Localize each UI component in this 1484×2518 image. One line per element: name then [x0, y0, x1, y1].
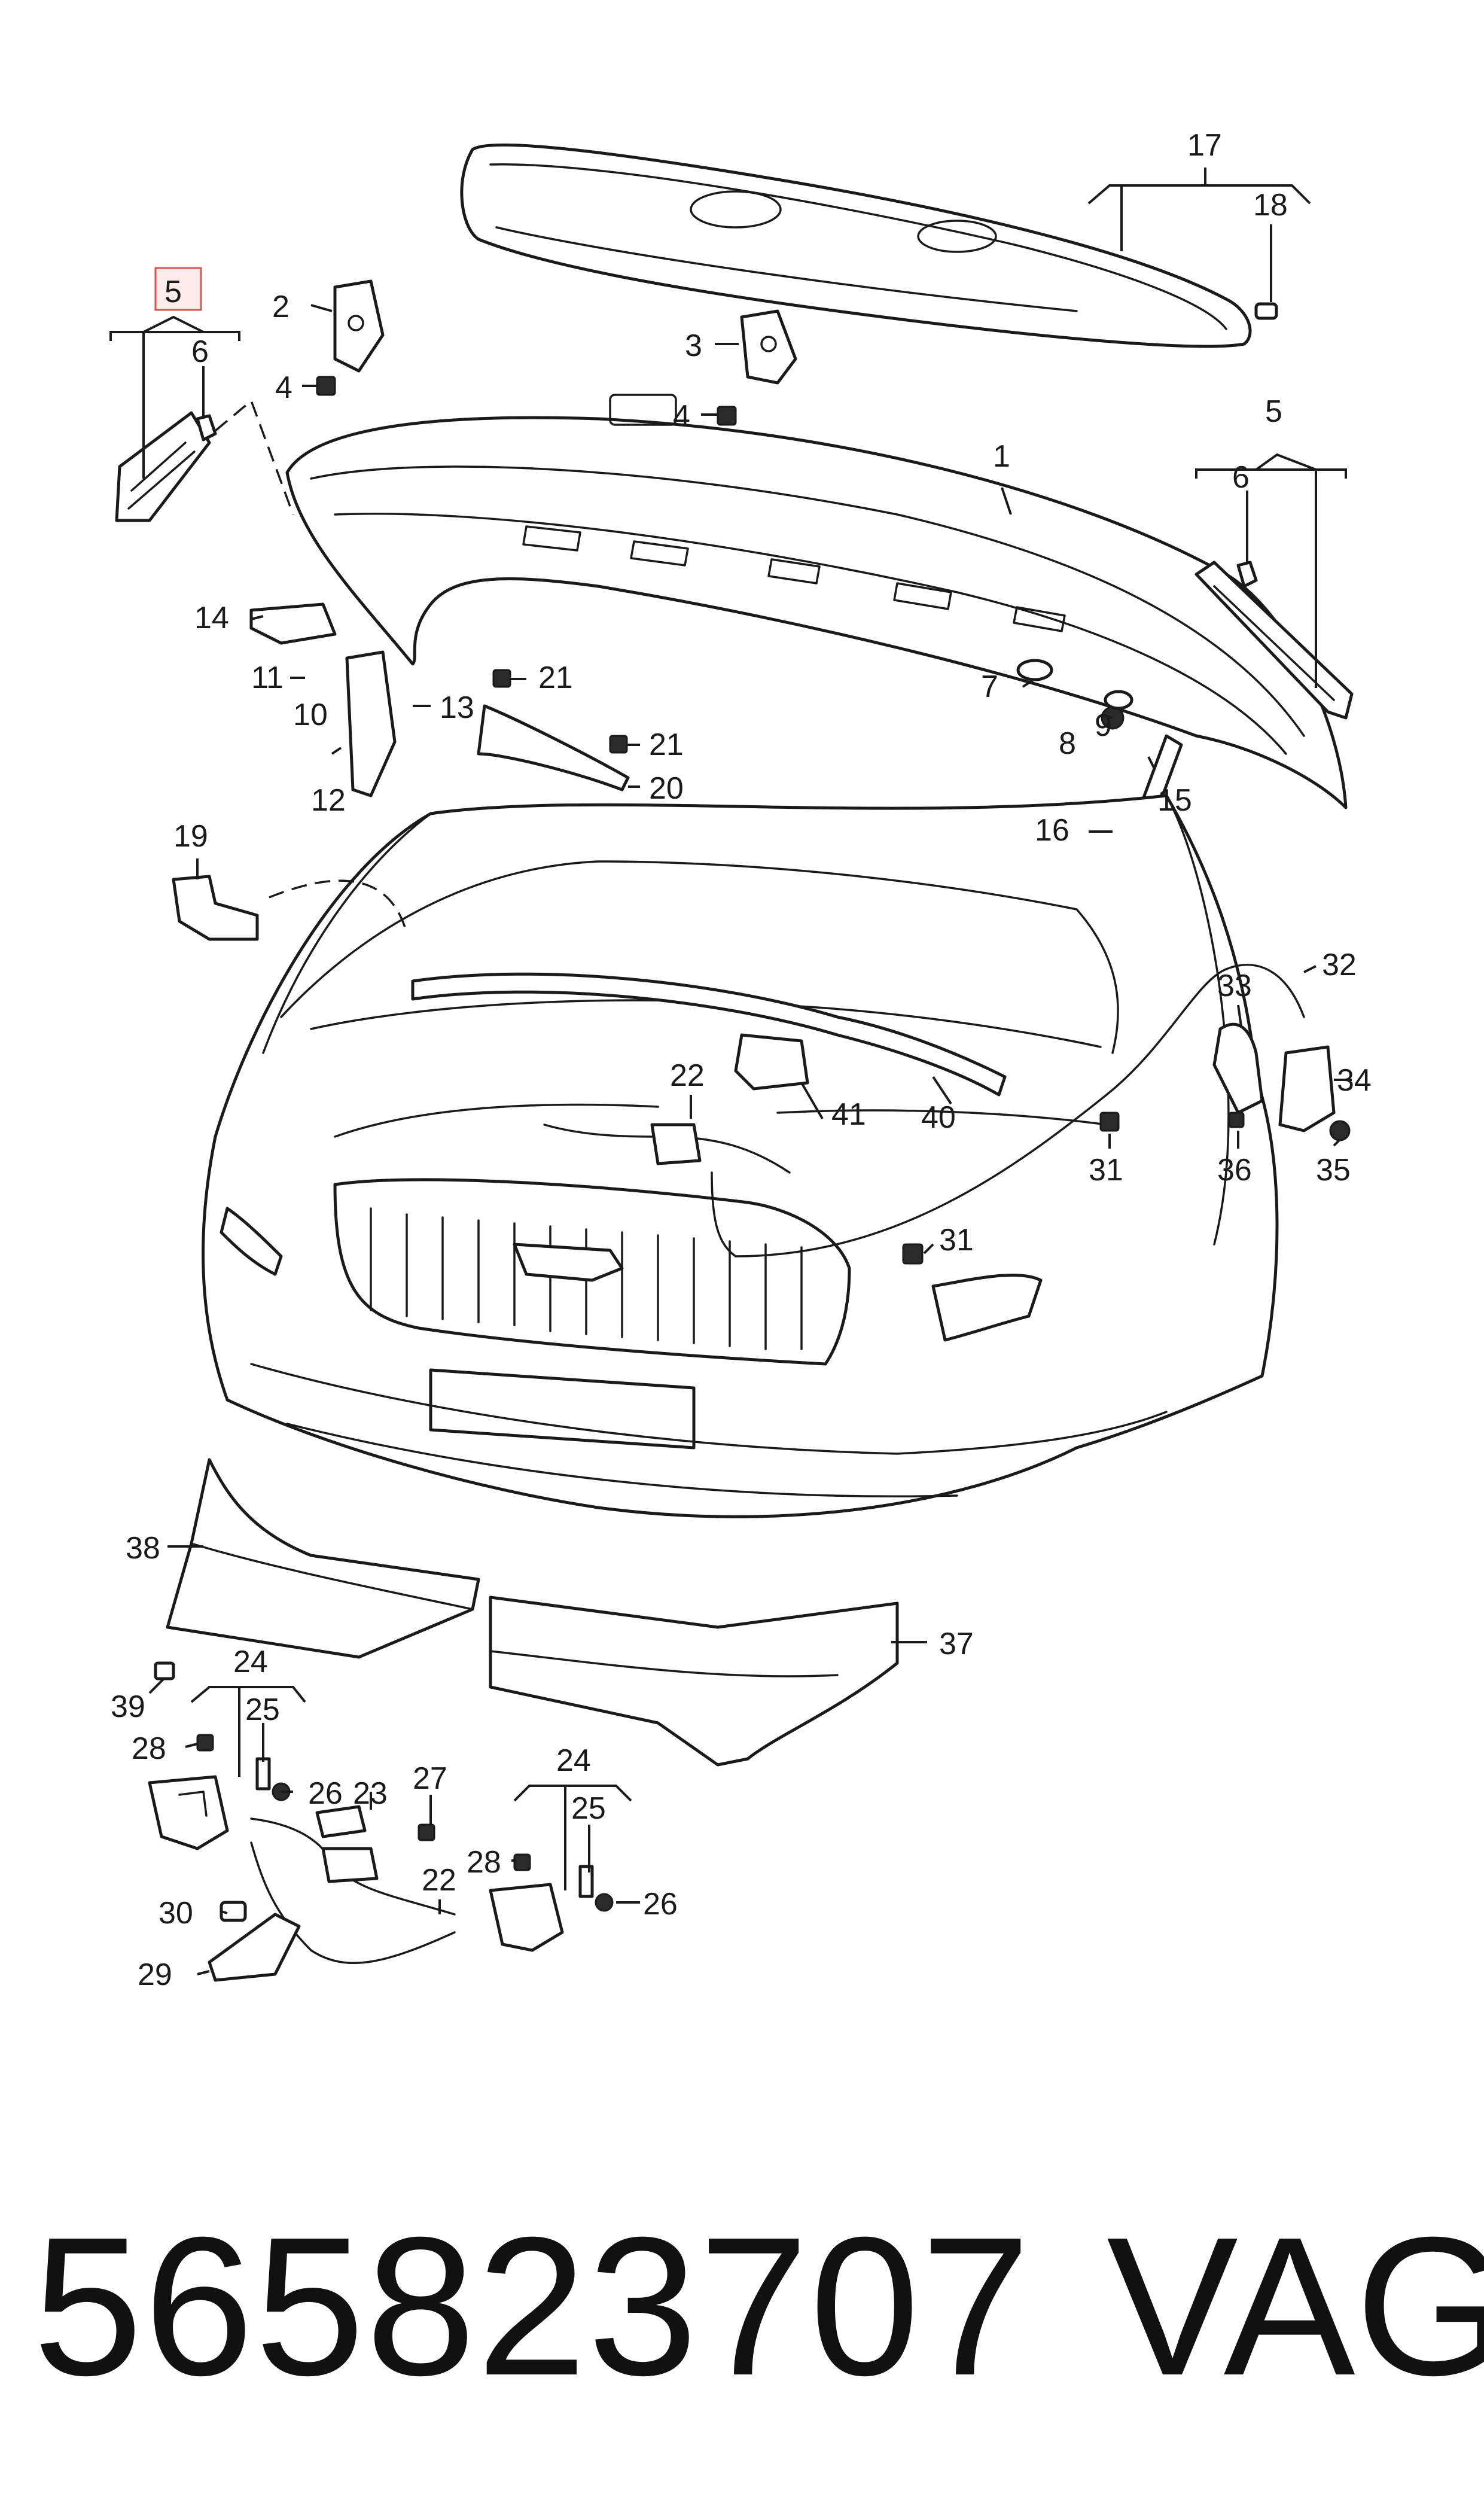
callout-5: 5 [1265, 394, 1282, 429]
callout-1: 1 [993, 439, 1010, 474]
callout-6: 6 [1232, 460, 1250, 495]
callout-27: 27 [413, 1761, 447, 1796]
callout-11: 11 [251, 660, 284, 695]
callout-26: 26 [308, 1776, 343, 1811]
callout-18: 18 [1253, 188, 1288, 223]
seal-strip-right [1194, 561, 1354, 720]
plenum-panel-right [489, 1596, 899, 1767]
callout-22: 22 [422, 1863, 456, 1898]
highlighted-callout-box [154, 267, 202, 311]
callout-41: 41 [831, 1097, 866, 1132]
callout-21: 21 [649, 727, 684, 762]
bracket-23 [315, 1805, 367, 1838]
callout-9: 9 [1095, 708, 1112, 743]
bracket-41 [734, 1033, 809, 1091]
callout-39: 39 [111, 1689, 145, 1724]
bolt-4-a [316, 376, 336, 396]
clip-18 [1254, 302, 1278, 320]
hinge-left-upper [333, 279, 385, 373]
callout-37: 37 [939, 1627, 974, 1661]
callout-38: 38 [126, 1531, 160, 1566]
callout-labels: 5 1 2 3 4 4 6 5 6 17 18 14 11 10 13 12 2… [111, 128, 1372, 1992]
callout-31: 31 [939, 1223, 974, 1258]
callout-7: 7 [981, 669, 998, 704]
seal-strip-left [115, 411, 211, 522]
callout-17: 17 [1187, 128, 1222, 163]
callout-34: 34 [1337, 1063, 1372, 1098]
clips-31 [902, 1112, 1120, 1265]
callout-8: 8 [1059, 726, 1076, 761]
latch-right [489, 1883, 564, 1952]
bracket-19 [172, 875, 259, 941]
hood [285, 394, 1348, 809]
callout-31: 31 [1089, 1153, 1123, 1188]
clip-6-b [1236, 561, 1258, 588]
callout-33: 33 [1217, 969, 1252, 1003]
callout-13: 13 [440, 690, 474, 725]
callout-16: 16 [1035, 813, 1069, 848]
callout-36: 36 [1217, 1153, 1252, 1188]
callout-22: 22 [670, 1058, 705, 1093]
callout-28: 28 [467, 1845, 501, 1880]
part-number: 565823707 [33, 2196, 1032, 2416]
callout-12: 12 [311, 783, 346, 818]
callout-23: 23 [353, 1776, 388, 1811]
clip-39 [154, 1661, 175, 1680]
cable-22-lower [250, 1817, 456, 1964]
callout-40: 40 [921, 1100, 956, 1135]
nut-8-9-rings [1016, 659, 1133, 730]
leader-lines [109, 168, 1352, 1975]
callout-20: 20 [649, 771, 684, 806]
bolt-4-b [717, 406, 737, 426]
callout-19: 19 [173, 819, 208, 854]
callout-14: 14 [194, 601, 229, 635]
callout-3: 3 [685, 328, 702, 363]
latch-left [148, 1775, 229, 1850]
callout-15: 15 [1157, 783, 1192, 818]
callout-25: 25 [245, 1692, 280, 1727]
release-cable [543, 964, 1305, 1258]
bracket-20 [477, 704, 630, 791]
callout-24: 24 [233, 1645, 268, 1679]
callout-6: 6 [191, 334, 209, 369]
lock-33-34 [1212, 1022, 1351, 1141]
hinge-right-upper [740, 309, 797, 385]
callout-2: 2 [272, 290, 290, 324]
callout-25: 25 [571, 1791, 606, 1826]
seal-40 [411, 972, 1007, 1097]
callout-35: 35 [1316, 1153, 1351, 1188]
hood-insulation-mat [460, 143, 1252, 348]
plenum-panel-left [166, 1458, 480, 1659]
small-parts-lower [196, 1734, 614, 1912]
clip-6-a [196, 414, 217, 442]
parts-diagram: 5 1 2 3 4 4 6 5 6 17 18 14 11 10 13 12 2… [109, 128, 1372, 1992]
callout-21: 21 [538, 660, 573, 695]
bracket-29 [208, 1913, 301, 1982]
callout-32: 32 [1322, 948, 1357, 982]
callout-4: 4 [673, 399, 690, 434]
callout-29: 29 [138, 1957, 172, 1992]
callout-26: 26 [643, 1887, 678, 1922]
callout-30: 30 [159, 1896, 193, 1931]
callout-4: 4 [275, 370, 292, 405]
bracket-14 [249, 602, 337, 645]
brand-label: VAG [1107, 2196, 1484, 2416]
callout-5-highlighted: 5 [164, 275, 182, 309]
callout-28: 28 [132, 1731, 166, 1766]
callout-24: 24 [556, 1743, 591, 1778]
callout-10: 10 [293, 698, 328, 732]
hinge-10 [345, 650, 397, 797]
